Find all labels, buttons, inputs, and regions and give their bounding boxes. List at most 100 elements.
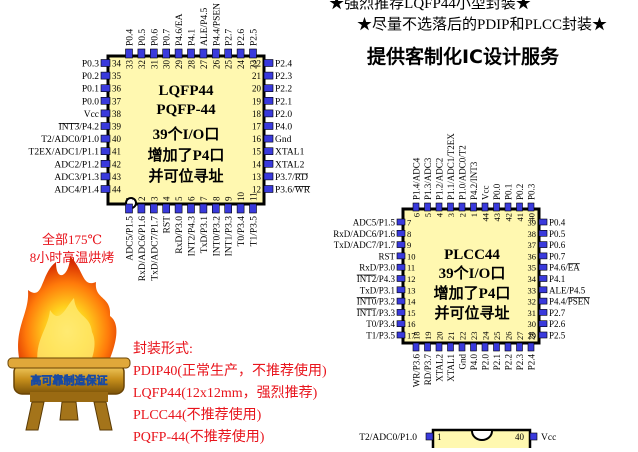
plcc44-pin-8-label: RxD/ADC6/P1.6 — [333, 229, 395, 239]
lqfp44-pin-12-number: 12 — [252, 185, 261, 195]
lqfp44-pin-34-label: P0.3 — [82, 60, 99, 70]
package-pqfp44: PQFP-44(不推荐使用) — [133, 428, 265, 445]
bake-duration: 8小时高温烘烤 — [30, 250, 115, 265]
plcc44-pin-44-label: Vcc — [481, 186, 491, 201]
flame-cauldron-image: 高可靠制造保证 — [7, 256, 131, 431]
plcc44-pin-2 — [458, 202, 466, 212]
lqfp44-pin-35-number: 35 — [112, 71, 122, 81]
lqfp44-pin-14 — [263, 160, 274, 168]
plcc44-pin-32-number: 32 — [528, 297, 537, 307]
plcc44-pin-14 — [396, 297, 406, 305]
plcc44-pin-15 — [396, 309, 406, 316]
plcc44-pin-26-number: 26 — [504, 332, 514, 341]
plcc44-pin-9-number: 9 — [407, 240, 411, 250]
lqfp44-pin-24-label: P2.6 — [237, 29, 247, 46]
lqfp44-pin-32 — [137, 48, 146, 59]
lqfp44-pin-40-label: T2/ADC0/P1.0 — [41, 135, 99, 145]
lqfp44-pin-27-number: 27 — [199, 60, 209, 70]
lqfp44-pin-3-label: TxD/ADC7/P1.7 — [150, 216, 160, 281]
plcc44-title: PLCC44 — [444, 247, 500, 263]
lqfp44-pin-33-label: P0.4 — [126, 29, 136, 46]
plcc44-pin-38-label: P0.5 — [549, 229, 566, 239]
plcc44-pin-34-number: 34 — [528, 274, 537, 284]
lqfp44-pin-40-number: 40 — [112, 134, 122, 144]
lqfp44-pin-6-label: INT2/P4.3 — [188, 216, 198, 257]
lqfp44-pin-32-label: P0.5 — [138, 29, 148, 46]
lqfp44-pin-16-label: Gnd — [275, 135, 292, 145]
lqfp44-pin-18-label: P2.0 — [275, 110, 292, 120]
plcc44-pin-5 — [424, 202, 431, 212]
plcc44-pin-17-number: 17 — [407, 331, 416, 341]
lqfp44-pin-22-label: P2.4 — [275, 60, 292, 70]
lqfp44-pin-11-number: 11 — [249, 192, 259, 201]
plcc44-pin-24 — [481, 342, 489, 352]
plcc44-pin-1 — [470, 202, 477, 212]
plcc44-pin-29-number: 29 — [528, 331, 537, 341]
plcc44-pin-2-number: 2 — [458, 213, 468, 217]
pdip40-pin-1 — [425, 432, 434, 441]
lqfp44-pin-5-label: RxD/P3.0 — [175, 216, 185, 254]
plcc44-pin-10-label: RST — [378, 251, 395, 261]
plcc44-pin-13-label: TxD/P3.1 — [360, 285, 395, 295]
plcc44-pin-23-label: P4.0 — [469, 354, 479, 371]
plcc44-pin-31-label: P2.7 — [549, 308, 566, 318]
plcc44-pin-16-label: T0/P3.4 — [366, 319, 395, 329]
lqfp44-pin-22-number: 22 — [252, 59, 261, 69]
lqfp44-pin-38 — [100, 109, 111, 118]
pdip40-pin-1-label: T2/ADC0/P1.0 — [359, 433, 417, 443]
lqfp44-pin-20-number: 20 — [252, 84, 262, 94]
plcc44-pin-11-label: RxD/P3.0 — [359, 263, 395, 273]
lqfp44-pin-39-label: INT3/P4.2 — [59, 123, 100, 133]
lqfp44-pin-33-number: 33 — [125, 60, 135, 70]
pqfp44-title: PQFP-44 — [156, 102, 216, 118]
bake-temperature: 全部175℃ — [42, 232, 102, 247]
plcc44-pin-36 — [538, 252, 548, 260]
lqfp44-pin-10-label: T0/P3.4 — [237, 216, 247, 247]
lqfp44-pin-40 — [100, 134, 111, 143]
lqfp44-pin-1-number: 1 — [125, 197, 135, 202]
plcc44-pin-39 — [538, 218, 548, 226]
plcc44-pin-35-number: 35 — [528, 263, 537, 273]
plcc44-pin-19-label: RD/P3.7 — [423, 354, 433, 386]
lqfp44-pin-21-number: 21 — [252, 71, 261, 81]
plcc44-pin-7 — [396, 218, 406, 226]
lqfp44-pin-44-label: ADC4/P1.4 — [54, 186, 99, 196]
plcc44-pin-5-number: 5 — [423, 213, 433, 217]
plcc44-pin-27 — [516, 342, 523, 352]
plcc44-pin-32 — [538, 297, 548, 305]
plcc44-pin-18-number: 18 — [412, 332, 422, 341]
plcc44-pin-2-label: P1.0/ADC0/T2 — [458, 145, 468, 200]
plcc44-pin-43-number: 43 — [492, 213, 502, 222]
lqfp44-pin-8-label: INT0/P3.2 — [212, 216, 222, 257]
lqfp44-pin-25 — [224, 48, 232, 59]
lqfp44-pin-30-number: 30 — [162, 60, 172, 70]
plcc44-pin-16 — [396, 320, 406, 328]
plcc44-pin-29-label: P2.5 — [549, 331, 566, 341]
lqfp44-pin-23-number: 23 — [249, 60, 259, 70]
lqfp44-pin-19-number: 19 — [252, 96, 262, 106]
lqfp44-pin-7 — [199, 203, 208, 214]
lqfp44-pin-11-label: T1/P3.5 — [250, 216, 260, 247]
lqfp44-pin-12 — [263, 185, 274, 193]
plcc44-pin-25 — [493, 342, 500, 352]
plcc44-pin-18-label: WR/P3.6 — [412, 354, 422, 388]
lqfp44-pin-21 — [263, 71, 274, 80]
plcc44-pin-23 — [470, 342, 477, 352]
lqfp44-p4-note: 增加了P4口 — [148, 146, 225, 164]
plcc44-io-count: 39个I/O口 — [439, 264, 506, 282]
plcc44-pin-40-number: 40 — [527, 213, 537, 222]
lqfp44-pin-26 — [212, 48, 220, 59]
plcc44-pin-44-number: 44 — [481, 212, 491, 221]
lqfp44-pin-34-number: 34 — [112, 59, 122, 69]
plcc44-pin-6-label: P1.4/ADC4 — [412, 157, 422, 200]
lqfp44-pin-6 — [187, 203, 195, 214]
lqfp44-pin-39-number: 39 — [112, 122, 122, 132]
plcc44-pin-25-label: P2.1 — [492, 354, 502, 370]
plcc44-pin-10 — [396, 252, 406, 260]
plcc44-pin-42-number: 42 — [504, 213, 514, 222]
plcc44-pin-35 — [538, 263, 548, 271]
lqfp44-pin-44 — [100, 185, 111, 193]
plcc44-pin-22-label: Gnd — [458, 354, 468, 370]
lqfp44-pin-31 — [150, 48, 158, 59]
